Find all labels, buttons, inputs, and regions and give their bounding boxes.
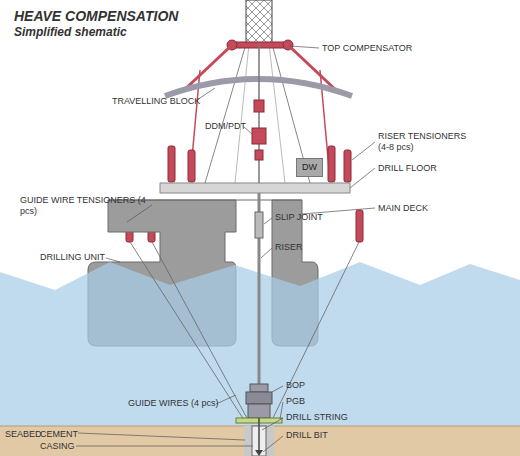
part-label: DDM/PDT: [205, 121, 246, 132]
drill-string: [258, 418, 260, 452]
part-label: TOP COMPENSATOR: [322, 43, 412, 54]
diagram-title: HEAVE COMPENSATION: [14, 8, 178, 24]
part-label: PGB: [286, 396, 305, 407]
node-text: DW: [302, 162, 317, 173]
part-label: GUIDE WIRES (4 pcs): [128, 398, 220, 409]
drill-floor: [160, 183, 350, 193]
seabed: [0, 426, 520, 456]
part-label: SEABED: [5, 429, 42, 440]
part-label: DRILL STRING: [286, 412, 348, 423]
slip-joint: [255, 212, 263, 238]
part-label: DRILL FLOOR: [378, 163, 437, 174]
drawworks-box: DW: [296, 158, 323, 177]
part-label: RISER: [275, 242, 303, 253]
part-label: CASING: [40, 441, 75, 452]
part-label: TRAVELLING BLOCK: [112, 96, 200, 107]
drill-bit: [255, 450, 263, 456]
part-label: DRILL BIT: [286, 430, 328, 441]
part-label: RISER TENSIONERS (4-8 pcs): [378, 131, 478, 153]
bop: [246, 384, 272, 418]
guide-wires: [130, 242, 359, 420]
part-label: CEMENT: [40, 429, 78, 440]
part-label: BOP: [286, 380, 305, 391]
top-compensator: [182, 40, 338, 180]
part-label: MAIN DECK: [378, 203, 428, 214]
part-label: DRILLING UNIT: [40, 252, 105, 263]
leader-lines: [76, 46, 375, 452]
part-label: SLIP JOINT: [275, 212, 323, 223]
part-label: GUIDE WIRE TENSIONERS (4 pcs): [20, 195, 155, 217]
subtitle: Simplified shematic: [14, 27, 127, 38]
ddm-pdt: [252, 100, 266, 160]
derrick: [205, 0, 310, 183]
riser-tensioners: [168, 146, 351, 182]
